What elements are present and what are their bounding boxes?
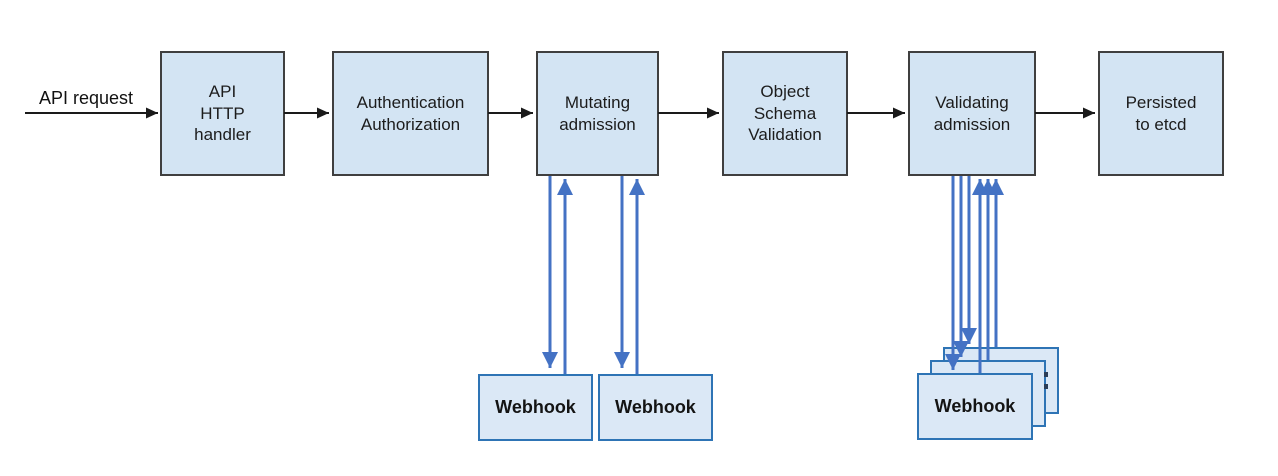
stage-label: Validating admission <box>933 92 1011 134</box>
stage-label: Persisted to etcd <box>1125 92 1197 134</box>
webhook-label: Webhook <box>495 397 576 417</box>
mutating-webhook-box-2: Webhook <box>598 374 713 441</box>
webhook-label: Webhook <box>934 396 1016 416</box>
stage-label: API HTTP handler <box>194 81 251 145</box>
mutating-webhook-box-1: Webhook <box>478 374 593 441</box>
stage-authentication-authorization: Authentication Authorization <box>332 51 489 176</box>
stage-object-schema-validation: Object Schema Validation <box>722 51 848 176</box>
validating-webhook-arrows <box>945 176 1004 373</box>
stack-glyph-artifact <box>1044 372 1048 377</box>
stage-api-http-handler: API HTTP handler <box>160 51 285 176</box>
stage-persisted-to-etcd: Persisted to etcd <box>1098 51 1224 176</box>
stage-mutating-admission: Mutating admission <box>536 51 659 176</box>
api-request-label: API request <box>39 88 134 108</box>
stage-label: Authentication Authorization <box>356 92 465 134</box>
mutating-webhook-1-arrows <box>542 176 573 374</box>
stage-label: Object Schema Validation <box>748 81 822 145</box>
mutating-webhook-2-arrows <box>614 176 645 374</box>
webhook-label: Webhook <box>615 397 696 417</box>
stage-validating-admission: Validating admission <box>908 51 1036 176</box>
stage-label: Mutating admission <box>559 92 636 134</box>
validating-webhook-box-front: Webhook <box>917 373 1033 440</box>
